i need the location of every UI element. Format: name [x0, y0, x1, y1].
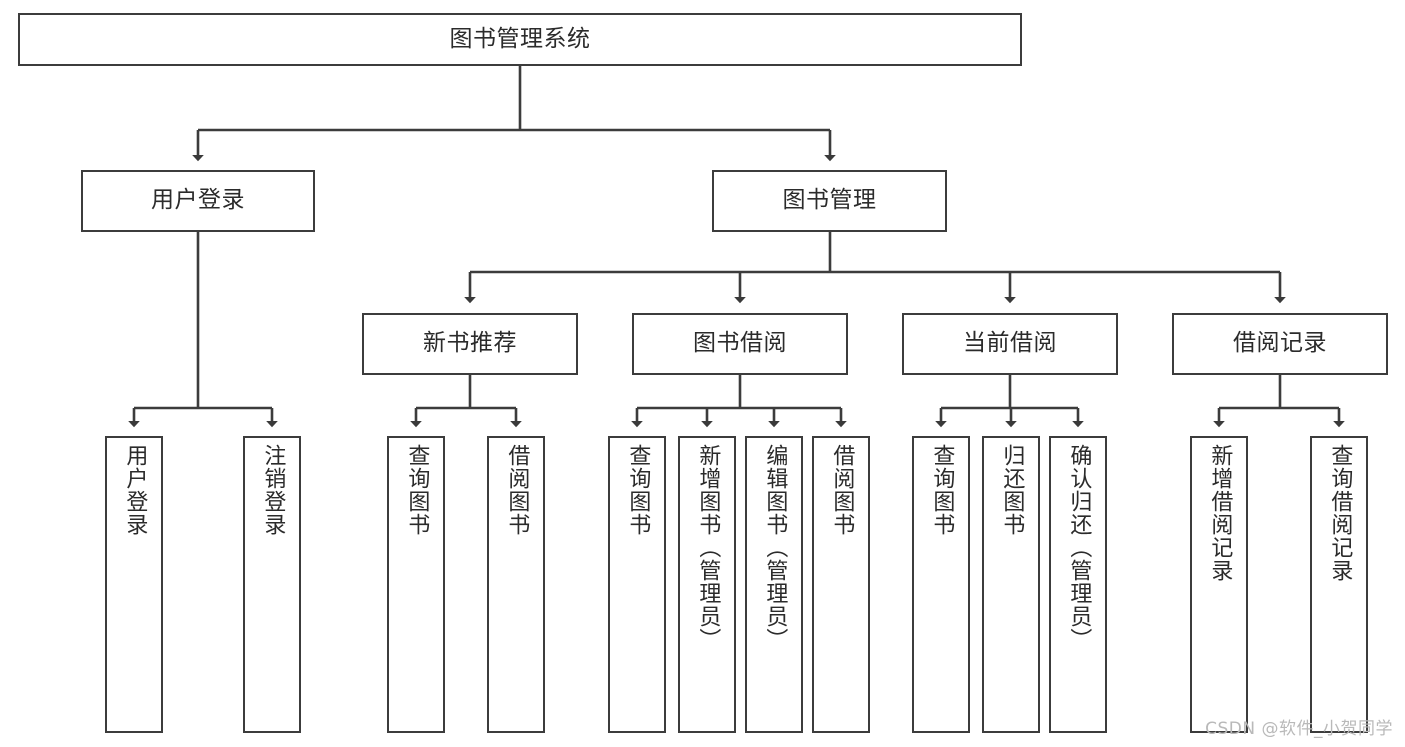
leaf-label: 归还图书: [999, 444, 1025, 536]
leaf-node[interactable]: 借阅图书: [812, 436, 870, 733]
node-root-system[interactable]: 图书管理系统: [18, 13, 1022, 66]
leaf-label: 确认归还（管理员）: [1066, 444, 1092, 651]
leaf-node[interactable]: 确认归还（管理员）: [1049, 436, 1107, 733]
leaf-node[interactable]: 借阅图书: [487, 436, 545, 733]
leaf-label: 借阅图书: [504, 444, 530, 536]
leaf-node[interactable]: 查询借阅记录: [1310, 436, 1368, 733]
leaf-label: 新增借阅记录: [1207, 444, 1233, 582]
node-book-management[interactable]: 图书管理: [712, 170, 947, 232]
node-new-book-recommend[interactable]: 新书推荐: [362, 313, 578, 375]
leaf-label: 查询图书: [404, 444, 430, 536]
leaf-label: 用户登录: [122, 444, 148, 536]
node-current-borrow[interactable]: 当前借阅: [902, 313, 1118, 375]
leaf-node[interactable]: 归还图书: [982, 436, 1040, 733]
leaf-node[interactable]: 用户登录: [105, 436, 163, 733]
leaf-node[interactable]: 注销登录: [243, 436, 301, 733]
leaf-label: 借阅图书: [829, 444, 855, 536]
node-borrow-record[interactable]: 借阅记录: [1172, 313, 1388, 375]
leaf-label: 查询图书: [625, 444, 651, 536]
leaf-label: 查询图书: [929, 444, 955, 536]
leaf-node[interactable]: 新增借阅记录: [1190, 436, 1248, 733]
leaf-node[interactable]: 编辑图书（管理员）: [745, 436, 803, 733]
node-book-borrow[interactable]: 图书借阅: [632, 313, 848, 375]
leaf-label: 编辑图书（管理员）: [762, 444, 788, 651]
leaf-label: 新增图书（管理员）: [695, 444, 721, 651]
leaf-label: 查询借阅记录: [1327, 444, 1353, 582]
leaf-node[interactable]: 新增图书（管理员）: [678, 436, 736, 733]
leaf-label: 注销登录: [260, 444, 286, 536]
leaf-node[interactable]: 查询图书: [608, 436, 666, 733]
leaf-node[interactable]: 查询图书: [387, 436, 445, 733]
node-user-login[interactable]: 用户登录: [81, 170, 315, 232]
leaf-node[interactable]: 查询图书: [912, 436, 970, 733]
